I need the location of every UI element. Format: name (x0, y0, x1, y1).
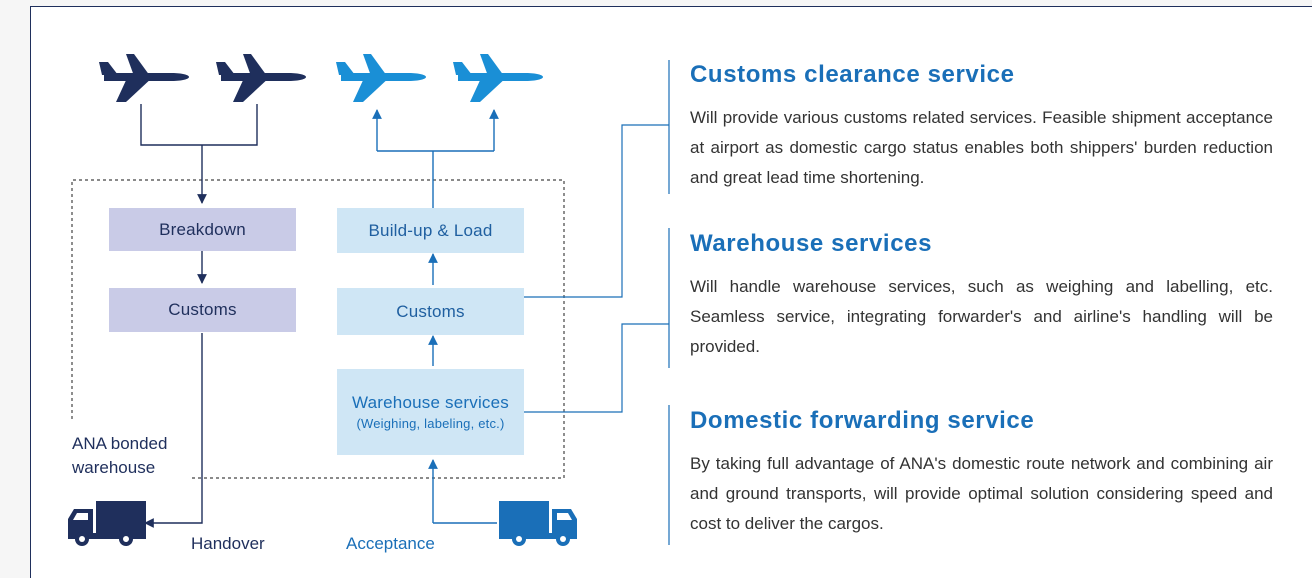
section-text: By taking full advantage of ANA's domest… (690, 454, 1273, 533)
breakdown-label: Breakdown (159, 219, 246, 239)
acceptance-label: Acceptance (346, 534, 435, 553)
section-text: Will handle warehouse services, such as … (690, 277, 1273, 356)
import-customs-label: Customs (168, 300, 237, 319)
truck-icon (499, 501, 577, 546)
section-title: Domestic forwarding service (690, 407, 1035, 434)
warehouse-label-line1: ANA bonded (72, 434, 168, 453)
airplane-icon (336, 54, 426, 102)
export-customs-box: Customs (337, 288, 524, 335)
section-text: Will provide various customs related ser… (690, 108, 1273, 187)
handover-label: Handover (191, 534, 265, 553)
callout-lines (524, 124, 669, 413)
import-customs-box: Customs (109, 288, 296, 332)
warehouse-label-line2: warehouse (72, 458, 156, 477)
customs-clearance-section: Customs clearance service Will provide v… (690, 61, 1290, 193)
section-title: Customs clearance service (690, 61, 1015, 88)
airplane-icon (453, 54, 543, 102)
build-up-box: Build-up & Load (337, 208, 524, 253)
export-customs-label: Customs (396, 301, 465, 321)
airplane-icon (99, 54, 189, 102)
warehouse-services-box: Warehouse services (Weighing, labeling, … (337, 369, 524, 455)
section-title: Warehouse services (690, 230, 933, 257)
warehouse-services-label: Warehouse services (352, 393, 509, 412)
warehouse-services-section: Warehouse services Will handle warehouse… (690, 230, 1290, 362)
truck-icon (68, 501, 146, 546)
warehouse-label: ANA bonded warehouse (72, 432, 167, 480)
import-connectors (140, 104, 258, 528)
build-up-label: Build-up & Load (368, 220, 493, 240)
breakdown-box: Breakdown (109, 208, 296, 251)
airplane-icon (216, 54, 306, 102)
warehouse-boundary (71, 179, 565, 479)
domestic-forwarding-section: Domestic forwarding service By taking fu… (690, 407, 1290, 539)
export-connectors (372, 109, 499, 524)
warehouse-services-sublabel: (Weighing, labeling, etc.) (356, 416, 505, 431)
